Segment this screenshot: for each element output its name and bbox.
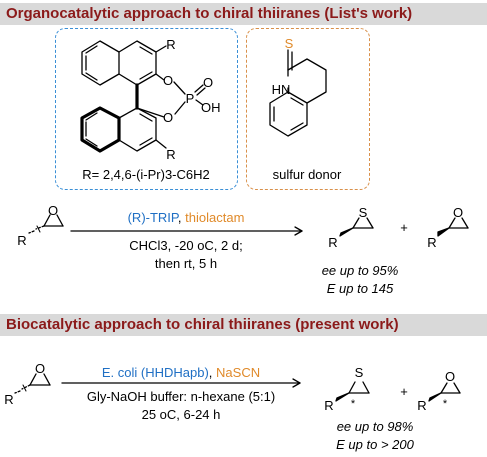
banner-title: Organocatalytic approach to chiral thiir…: [6, 5, 413, 22]
reaction1-structures: [28, 214, 469, 237]
atom-o-lower: O: [162, 110, 174, 125]
r2-reagents: E. coli (HHDHapb), NaSCN: [101, 365, 261, 380]
thiolactam-structure: [269, 49, 327, 137]
banner-list-work: Organocatalytic approach to chiral thiir…: [0, 3, 487, 25]
r2-epox-atom-o: O: [444, 369, 456, 384]
banner-present-work: Biocatalytic approach to chiral thiirane…: [0, 314, 487, 336]
r1-epox-atom-r: R: [427, 235, 437, 250]
r1-prod-atom-r: R: [328, 235, 338, 250]
donor-caption: sulfur donor: [272, 167, 342, 182]
catalyst-r-group: R= 2,4,6-(i-Pr)3-C6H2: [82, 167, 210, 182]
r1-ee: ee up to 95%: [321, 263, 399, 278]
r1-catalyst-label: (R)-TRIP: [127, 210, 178, 225]
atom-r-lower: R: [166, 147, 176, 162]
atom-oh: OH: [201, 100, 221, 115]
r2-prod-stereo-mark: *: [350, 398, 356, 410]
r2-ee: ee up to 98%: [336, 419, 414, 434]
r2-reagent-label: NaSCN: [216, 365, 261, 380]
r2-sm-atom-r: R: [4, 392, 14, 407]
r1-sm-atom-o: O: [47, 203, 59, 218]
r2-enzyme-label: E. coli (HHDHapb): [101, 365, 209, 380]
r1-prod-atom-s: S: [358, 205, 368, 220]
r2-e-value: E up to > 200: [336, 437, 414, 452]
r2-epox-atom-r: R: [417, 398, 427, 413]
donor-box: [246, 28, 370, 190]
r2-epox-stereo-mark: *: [442, 398, 448, 410]
atom-r-upper: R: [166, 37, 176, 52]
r1-donor-label: thiolactam: [185, 210, 245, 225]
banner-title: Biocatalytic approach to chiral thiirane…: [6, 316, 399, 333]
r1-e-value: E up to 145: [326, 281, 394, 296]
r1-conditions-2: then rt, 5 h: [154, 256, 218, 271]
atom-p: P: [185, 91, 195, 106]
r1-epox-atom-o: O: [452, 205, 464, 220]
catalyst-box: [55, 28, 238, 190]
r2-prod-atom-r: R: [324, 398, 334, 413]
r2-conditions-1: Gly-NaOH buffer: n-hexane (5:1): [86, 389, 276, 404]
reaction2-structures: [14, 373, 461, 402]
atom-hn: HN: [271, 82, 291, 97]
r2-sm-atom-o: O: [34, 361, 46, 376]
atom-o-upper: O: [162, 73, 174, 88]
trip-structure: [80, 40, 206, 153]
atom-o-double: O: [202, 75, 214, 90]
r1-conditions-1: CHCl3, -20 oC, 2 d;: [129, 238, 243, 253]
r2-conditions-2: 25 oC, 6-24 h: [141, 407, 221, 422]
r2-prod-atom-s: S: [354, 365, 364, 380]
r1-sm-atom-r: R: [17, 233, 27, 248]
r1-plus: +: [400, 220, 408, 235]
r2-plus: +: [400, 384, 408, 399]
atom-s-donor: S: [284, 36, 294, 51]
r1-reagents: (R)-TRIP, thiolactam: [127, 210, 245, 225]
